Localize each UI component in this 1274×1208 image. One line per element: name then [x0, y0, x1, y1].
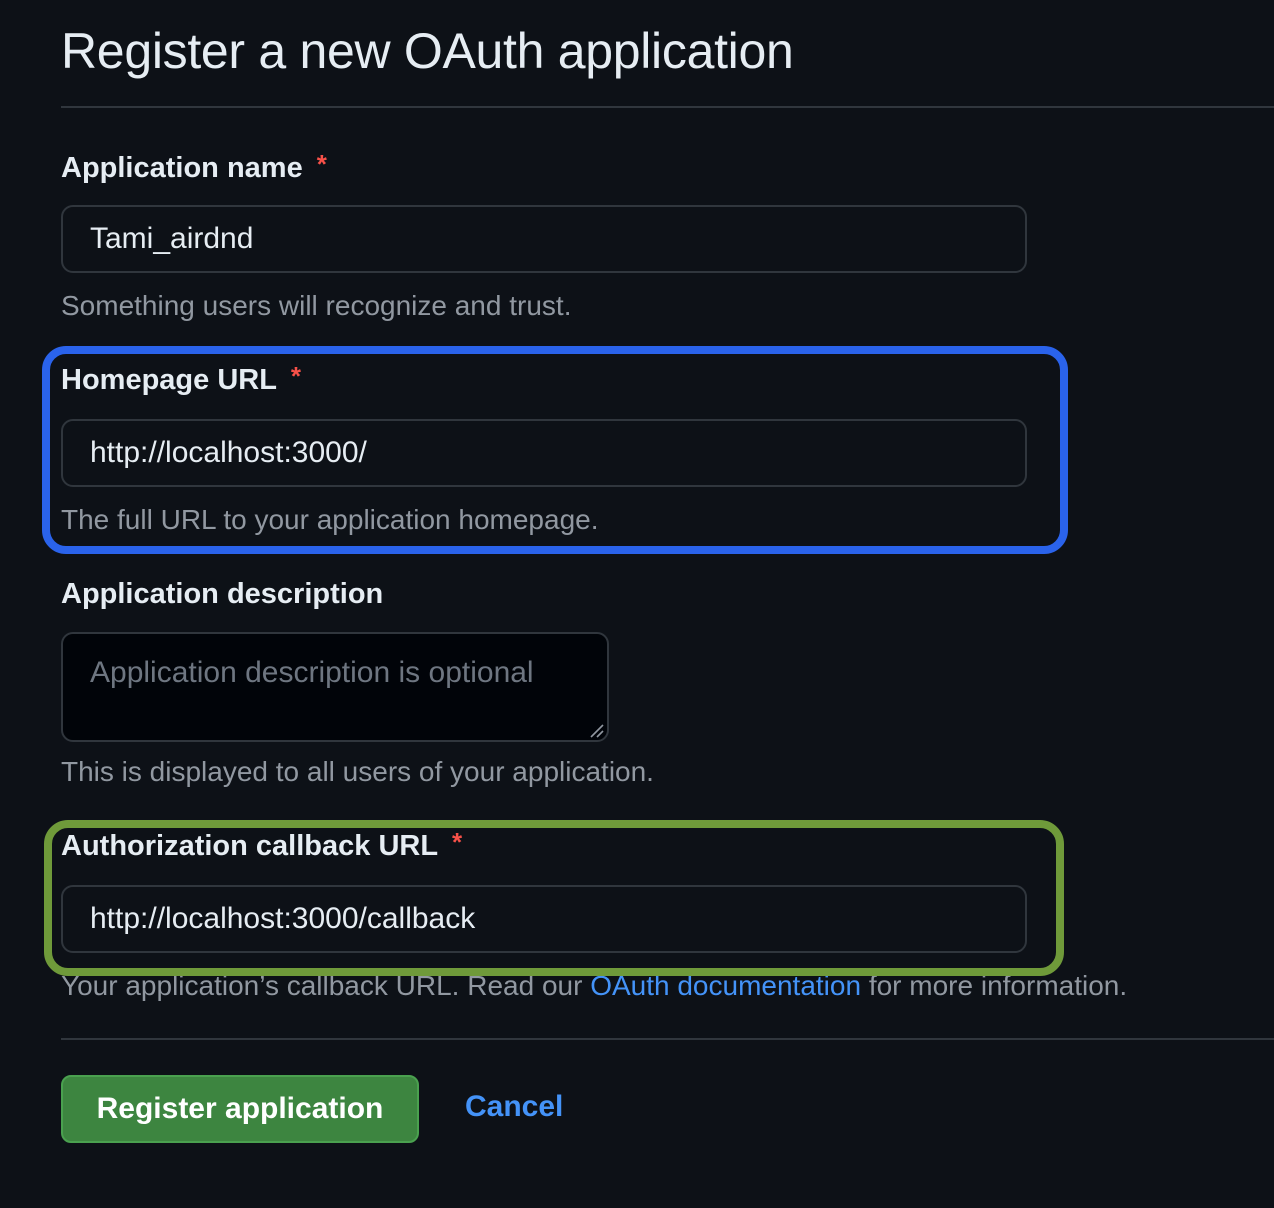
- callback-url-required-mark: *: [452, 827, 463, 857]
- app-name-required-mark: *: [316, 149, 327, 179]
- homepage-url-required-mark: *: [290, 361, 302, 391]
- oauth-documentation-link[interactable]: OAuth documentation: [590, 970, 862, 1001]
- homepage-url-label-text: Homepage URL: [61, 364, 277, 396]
- description-hint: This is displayed to all users of your a…: [61, 756, 654, 787]
- app-name-input[interactable]: [61, 205, 1027, 273]
- callback-url-label-text: Authorization callback URL: [61, 830, 439, 862]
- page-title: Register a new OAuth application: [61, 23, 794, 79]
- app-name-label: Application name *: [61, 149, 327, 185]
- callback-url-hint: Your application’s callback URL. Read ou…: [61, 970, 1127, 1002]
- resize-handle-icon[interactable]: [588, 722, 604, 738]
- app-name-label-text: Application name: [61, 152, 303, 184]
- homepage-url-label: Homepage URL *: [61, 361, 302, 397]
- header-divider: [61, 106, 1274, 108]
- callback-url-input[interactable]: [61, 885, 1027, 953]
- description-textarea[interactable]: [61, 632, 609, 742]
- homepage-url-hint: The full URL to your application homepag…: [61, 504, 599, 535]
- callback-url-hint-after: for more information.: [861, 970, 1128, 1001]
- description-label-text: Application description: [61, 578, 384, 610]
- register-application-button[interactable]: Register application: [61, 1075, 419, 1143]
- callback-url-hint-before: Your application’s callback URL. Read ou…: [61, 970, 591, 1001]
- footer-divider: [61, 1038, 1274, 1040]
- app-name-hint: Something users will recognize and trust…: [61, 290, 572, 321]
- callback-url-label: Authorization callback URL *: [61, 827, 463, 863]
- homepage-url-input[interactable]: [61, 419, 1027, 487]
- cancel-link[interactable]: Cancel: [465, 1090, 564, 1123]
- description-label: Application description: [61, 578, 383, 611]
